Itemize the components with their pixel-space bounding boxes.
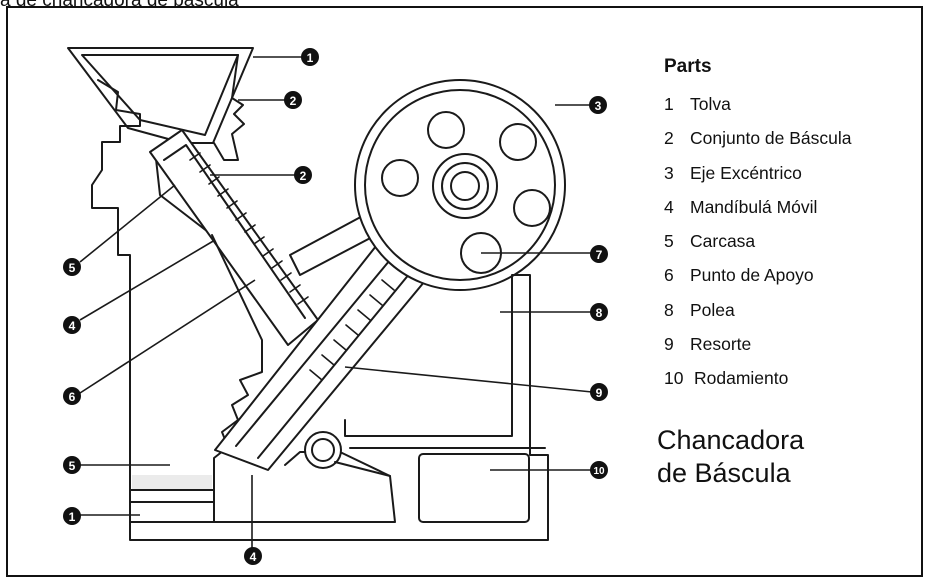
flywheel-hole-3 bbox=[513, 189, 551, 227]
cropped-title: a de chancadora de báscula bbox=[0, 0, 239, 11]
housing-left-inner bbox=[154, 149, 213, 236]
legend-item: 4 Mandíbulá Móvil bbox=[664, 197, 852, 231]
legend-item-number: 1 bbox=[664, 94, 674, 114]
legend-item-label: Eje Excéntrico bbox=[690, 162, 802, 183]
bearing-box bbox=[418, 453, 530, 523]
marker-2-top: 2 bbox=[284, 91, 302, 109]
marker-9: 9 bbox=[590, 383, 608, 401]
legend-item-number: 10 bbox=[664, 368, 684, 389]
marker-4-bottom: 4 bbox=[244, 547, 262, 565]
parts-legend: 1 Tolva 2 Conjunto de Báscula 3 Eje Excéntr… bbox=[664, 94, 852, 403]
legend-item-number: 6 bbox=[664, 265, 674, 286]
flywheel-rim bbox=[364, 89, 556, 281]
fixed-jaw-inner bbox=[163, 144, 306, 319]
toggle-link bbox=[334, 461, 391, 477]
housing-left-top bbox=[91, 79, 141, 521]
marker-group: 1 2 2 3 5 4 6 5 bbox=[63, 48, 608, 565]
flywheel-hole-1 bbox=[427, 111, 465, 149]
marker-7: 7 bbox=[590, 245, 608, 263]
marker-5-left: 5 bbox=[63, 258, 81, 276]
legend-item-label: Mandíbulá Móvil bbox=[690, 196, 818, 217]
legend-item: 1 Tolva bbox=[664, 94, 852, 128]
legend-item-label: Polea bbox=[690, 299, 735, 320]
legend-item: 8 Polea bbox=[664, 300, 852, 334]
legend-item-number: 4 bbox=[664, 196, 674, 217]
eccentric-inner bbox=[450, 171, 480, 201]
legend-item-number: 9 bbox=[664, 334, 674, 355]
svg-text:8: 8 bbox=[596, 306, 603, 320]
svg-text:7: 7 bbox=[596, 248, 603, 262]
svg-text:4: 4 bbox=[250, 550, 257, 564]
svg-text:6: 6 bbox=[69, 390, 76, 404]
svg-text:2: 2 bbox=[300, 169, 307, 183]
base-shade bbox=[132, 475, 212, 489]
hopper bbox=[67, 47, 254, 144]
hopper-inner bbox=[81, 54, 239, 136]
legend-item: 5 Carcasa bbox=[664, 231, 852, 265]
toggle-pin-outer bbox=[304, 431, 342, 469]
body-frame bbox=[129, 274, 549, 541]
legend-item: 6 Punto de Apoyo bbox=[664, 265, 852, 299]
diagram-title-line-2: de Báscula bbox=[657, 458, 791, 488]
legend-item-number: 8 bbox=[664, 299, 674, 320]
base-block bbox=[129, 489, 215, 523]
marker-3: 3 bbox=[589, 96, 607, 114]
legend-item: 9 Resorte bbox=[664, 334, 852, 368]
svg-text:5: 5 bbox=[69, 261, 76, 275]
legend-item-label: Tolva bbox=[690, 94, 731, 114]
toggle-pin-inner bbox=[311, 438, 335, 462]
diagram-title-line-1: Chancadora bbox=[657, 425, 805, 455]
legend-item-label: Conjunto de Báscula bbox=[690, 128, 852, 149]
svg-text:10: 10 bbox=[593, 466, 605, 477]
marker-4-left: 4 bbox=[63, 316, 81, 334]
svg-text:5: 5 bbox=[69, 459, 76, 473]
diagram-title: Chancadora de Báscula bbox=[657, 424, 804, 490]
eccentric-mid bbox=[441, 162, 489, 210]
marker-1-top: 1 bbox=[301, 48, 319, 66]
legend-title: Parts bbox=[664, 56, 712, 77]
marker-8: 8 bbox=[590, 303, 608, 321]
flywheel-hole-2 bbox=[499, 123, 537, 161]
marker-5-bottom: 5 bbox=[63, 456, 81, 474]
legend-item-label: Rodamiento bbox=[694, 368, 789, 389]
hopper-neck-right bbox=[213, 54, 245, 161]
legend-item-number: 2 bbox=[664, 128, 674, 149]
legend-item: 2 Conjunto de Báscula bbox=[664, 128, 852, 162]
svg-text:2: 2 bbox=[290, 94, 297, 108]
marker-6: 6 bbox=[63, 387, 81, 405]
svg-text:1: 1 bbox=[69, 510, 76, 524]
legend-item: 10 Rodamiento bbox=[664, 368, 852, 402]
legend-item-label: Resorte bbox=[690, 334, 752, 355]
marker-2-mid: 2 bbox=[294, 166, 312, 184]
svg-text:1: 1 bbox=[307, 51, 314, 65]
legend-item-number: 5 bbox=[664, 231, 674, 252]
svg-text:3: 3 bbox=[595, 99, 602, 113]
marker-1-bottom: 1 bbox=[63, 507, 81, 525]
flywheel-hole-5 bbox=[381, 159, 419, 197]
legend-item: 3 Eje Excéntrico bbox=[664, 163, 852, 197]
fixed-jaw-teeth bbox=[189, 152, 309, 305]
marker-10: 10 bbox=[590, 461, 608, 479]
fixed-jaw bbox=[149, 129, 319, 346]
svg-text:9: 9 bbox=[596, 386, 603, 400]
legend-item-label: Carcasa bbox=[690, 231, 756, 252]
legend-item-number: 3 bbox=[664, 162, 674, 183]
legend-item-label: Punto de Apoyo bbox=[690, 265, 814, 286]
bottom-channel bbox=[213, 451, 396, 523]
svg-text:4: 4 bbox=[69, 319, 76, 333]
